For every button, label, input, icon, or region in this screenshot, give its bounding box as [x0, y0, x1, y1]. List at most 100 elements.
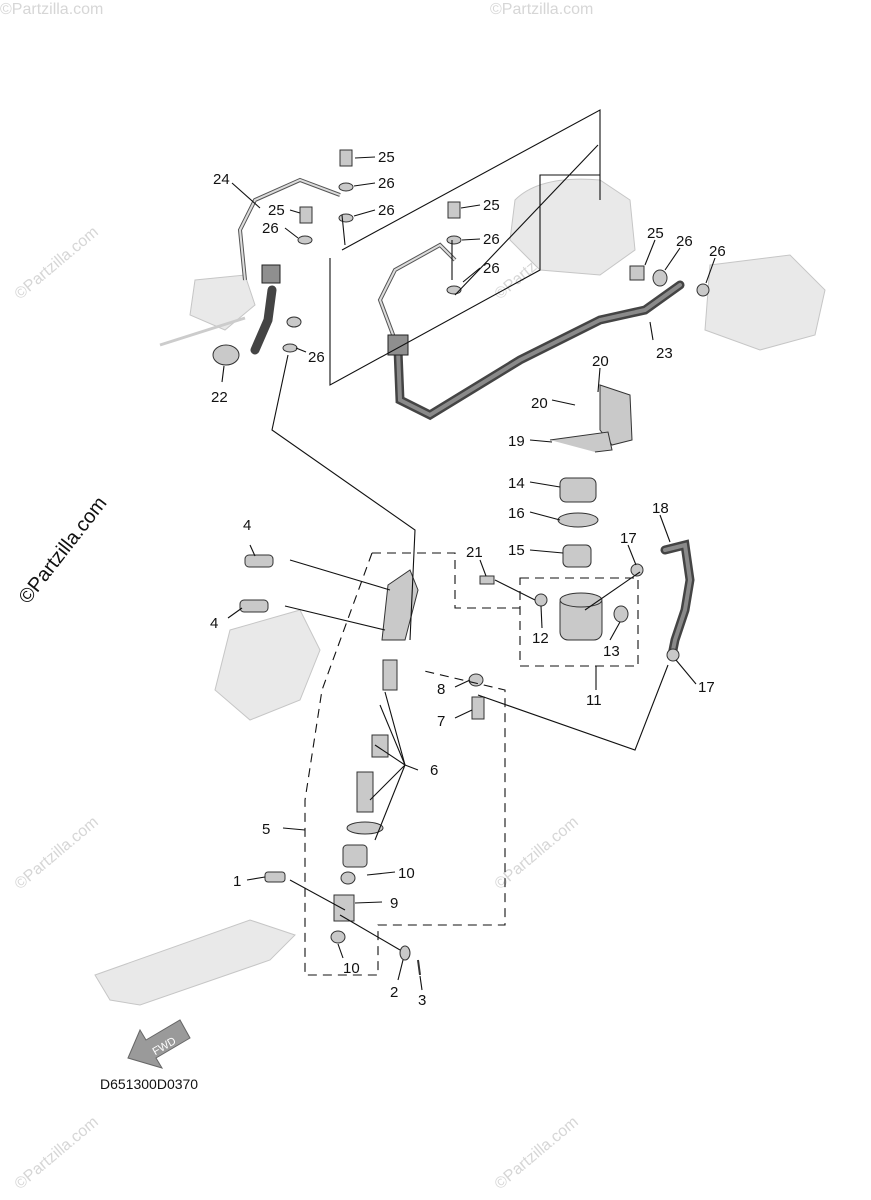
callout-20-lower: 20 [531, 395, 548, 412]
part-6-pushrod [356, 771, 374, 813]
callout-26-d: 26 [483, 231, 500, 248]
callout-5: 5 [262, 821, 270, 838]
part-26-washer-d [446, 235, 462, 245]
part-10-nut-upper [340, 871, 356, 885]
callout-2: 2 [390, 984, 398, 1001]
link-clip [584, 571, 641, 611]
part-26-washer-b [338, 213, 354, 223]
parts [212, 149, 710, 976]
callout-11: 11 [586, 692, 602, 709]
callout-15: 15 [508, 542, 525, 559]
callout-9: 9 [390, 895, 398, 912]
link-upper-5 [329, 174, 600, 386]
reservoir-rim [559, 592, 603, 608]
part-6-boot [346, 821, 384, 835]
callout-22: 22 [211, 389, 228, 406]
callout-17-lower: 17 [698, 679, 715, 696]
pipe-upper-left [237, 177, 341, 281]
callout-10-upper: 10 [398, 865, 415, 882]
callout-4-upper: 4 [243, 517, 251, 534]
link-bolt-1 [289, 879, 346, 911]
part-13-fitting [613, 605, 629, 623]
ghost-bracket [189, 274, 256, 331]
callout-4-lower: 4 [210, 615, 218, 632]
pipe-mid [377, 242, 457, 341]
assembly-outlines [304, 552, 639, 976]
part-25-bolt-a [339, 149, 353, 167]
callout-25-b: 25 [268, 202, 285, 219]
part-20-bracket [599, 384, 633, 446]
watermark-left-2: ©Partzilla.com [12, 814, 102, 893]
callout-25-c: 25 [483, 197, 500, 214]
callout-10-lower: 10 [343, 960, 360, 977]
outline-11-reservoir [519, 577, 639, 667]
link-screw-21 [494, 579, 536, 601]
callout-26-h: 26 [709, 243, 726, 260]
watermark-left-3: ©Partzilla.com [12, 1114, 102, 1193]
ghost-components [94, 178, 826, 1006]
link-hose-17 [477, 664, 669, 751]
part-17-clip-lower [666, 648, 680, 662]
link-upper-2 [341, 214, 346, 246]
outline-reservoir-link [372, 552, 520, 609]
part-19-stay [549, 431, 613, 453]
part-9-clevis [333, 894, 355, 922]
watermark-left-1: ©Partzilla.com [12, 224, 102, 303]
link-bolt-4b [284, 605, 386, 631]
callout-18: 18 [652, 500, 669, 517]
part-16-diaphragm [557, 512, 599, 528]
junction-block-left [261, 264, 281, 284]
ghost-abs-unit [509, 178, 636, 276]
part-25-bolt-b [299, 206, 313, 224]
callout-26-f: 26 [308, 349, 325, 366]
callout-8: 8 [437, 681, 445, 698]
part-21-screw [479, 575, 495, 585]
watermark-mid-3: ©Partzilla.com [492, 1114, 582, 1193]
brake-lines [237, 177, 695, 660]
link-upper-1 [341, 109, 601, 251]
callout-16: 16 [508, 505, 525, 522]
part-25-bolt-d [629, 265, 645, 281]
ghost-brake-pedal [94, 919, 296, 1006]
callout-19: 19 [508, 433, 525, 450]
ghost-caliper [704, 254, 826, 351]
part-1-bolt [264, 871, 286, 883]
part-7-union [471, 696, 485, 720]
part-14-cap [559, 477, 597, 503]
part-17-clip-upper [630, 563, 644, 577]
callout-14: 14 [508, 475, 525, 492]
link-pin [339, 914, 401, 951]
callout-21: 21 [466, 544, 483, 561]
part-6-spring [382, 659, 398, 691]
part-26-washer-a [338, 182, 354, 192]
part-26-washer-c [297, 235, 313, 245]
part-15-holder [562, 544, 592, 568]
callout-6: 6 [430, 762, 438, 779]
hose-short [250, 285, 277, 355]
part-2-washer [399, 945, 411, 961]
callout-25-d: 25 [647, 225, 664, 242]
callout-24: 24 [213, 171, 230, 188]
callout-17-upper: 17 [620, 530, 637, 547]
part-8-bolt [468, 673, 484, 687]
leader-lines [221, 156, 716, 991]
link-upper-3 [454, 144, 599, 296]
callout-13: 13 [603, 643, 620, 660]
diagram-code: D651300D0370 [100, 1076, 198, 1092]
callout-3: 3 [418, 992, 426, 1009]
fwd-arrow: FWD [127, 1019, 191, 1069]
watermark-top-left: ©Partzilla.com [0, 1, 103, 18]
part-4-bolt-upper [244, 554, 274, 568]
callout-1: 1 [233, 873, 241, 890]
part-6-piston [371, 734, 389, 758]
ghost-bolt [159, 316, 246, 347]
ghost-footrest [214, 609, 321, 721]
part-26-washer-h [282, 343, 298, 353]
callout-26-b: 26 [378, 202, 395, 219]
watermark-top-mid: ©Partzilla.com [490, 1, 593, 18]
callouts: 1 2 3 4 4 5 6 7 8 9 10 10 11 12 13 14 15… [210, 149, 726, 1009]
callout-26-g: 26 [676, 233, 693, 250]
fwd-arrow-icon [127, 1019, 191, 1069]
part-26-washer-f [652, 269, 668, 287]
